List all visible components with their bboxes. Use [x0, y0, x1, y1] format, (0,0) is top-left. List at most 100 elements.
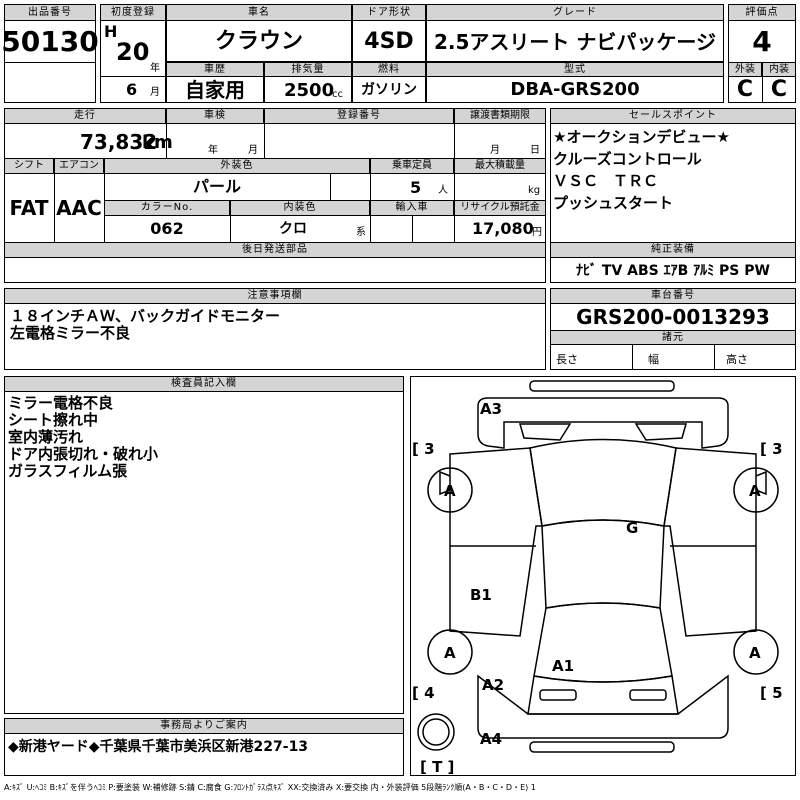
front-bumper — [529, 380, 675, 392]
tire-front-right — [733, 467, 779, 513]
registration-label: 登録番号 — [264, 108, 454, 124]
shift-value: FAT — [9, 196, 49, 220]
door-label: ドア形状 — [352, 4, 426, 21]
car-diagram: A3 G B1 A1 A2 A4 A A A A [ 3 [ 3 [ 4 [ 5… — [412, 380, 783, 776]
dims-div1 — [632, 345, 633, 370]
fuel-label: 燃料 — [352, 62, 426, 77]
tail-light-left — [539, 689, 577, 701]
dims-label: 諸元 — [550, 330, 796, 345]
mark-a3: A3 — [480, 400, 502, 418]
recycle-value: 17,080 — [472, 219, 534, 238]
roof — [541, 519, 665, 609]
inspection-month-unit: 月 — [248, 145, 258, 156]
mileage-value: 73,832 — [80, 130, 158, 154]
inspector-label: 検査員記入欄 — [4, 376, 404, 392]
office-label: 事務局よりご案内 — [4, 718, 404, 734]
sales-point-item: プッシュスタート — [553, 194, 674, 212]
color-number-label: カラーNo. — [104, 200, 230, 216]
tire-front-left — [427, 467, 473, 513]
r2-div10 — [412, 216, 413, 242]
displacement-value: 2500 — [284, 80, 335, 101]
inspector-line: 室内薄汚れ — [8, 428, 84, 446]
model-label: 型式 — [426, 62, 724, 77]
history-label: 車歴 — [166, 62, 264, 77]
lot-number-label: 出品番号 — [4, 4, 96, 21]
notes-line: １８インチＡＷ、バックガイドモニター — [10, 307, 281, 325]
grade-value: 2.5アスリート ナビパッケージ — [434, 30, 716, 54]
r2-div9 — [230, 216, 231, 242]
recycle-unit: 円 — [532, 227, 542, 238]
door-value: 4SD — [364, 29, 414, 54]
sales-points-box — [550, 108, 796, 243]
exterior-grade-label: 外装 — [728, 62, 762, 77]
mirror-right — [755, 470, 767, 496]
chassis-label: 車台番号 — [550, 288, 796, 304]
sales-point-item: ★オークションデビュー★ — [553, 128, 730, 146]
tire-rear-right — [733, 629, 779, 675]
windshield — [529, 438, 677, 527]
notes-list: １８インチＡＷ、バックガイドモニター 左電格ミラー不良 — [10, 308, 280, 342]
tire-mark-fr: A — [749, 482, 761, 500]
body-left — [449, 447, 543, 637]
sales-point-item: ＶＳＣ ＴＲＣ — [553, 172, 659, 190]
rear-body — [477, 674, 729, 739]
month-value: 6 — [126, 80, 138, 99]
mileage-label: 走行 — [4, 108, 166, 124]
sales-points-list: ★オークションデビュー★ クルーズコントロール ＶＳＣ ＴＲＣ プッシュスタート — [553, 129, 730, 212]
inspector-box — [4, 376, 404, 714]
chassis-value: GRS200-0013293 — [576, 305, 770, 329]
inspector-line: シート擦れ中 — [8, 411, 99, 429]
score-label: 評価点 — [728, 4, 796, 21]
displacement-label: 排気量 — [264, 62, 352, 77]
body-right — [663, 447, 757, 637]
trunk-lid — [527, 675, 679, 715]
interior-grade-label: 内装 — [762, 62, 796, 77]
bracket-right-bottom: [ 5 — [760, 684, 783, 702]
mileage-unit: km — [142, 132, 173, 153]
year-unit: 年 — [150, 63, 160, 74]
transfer-day-unit: 日 — [530, 145, 540, 156]
notes-label: 注意事項欄 — [4, 288, 546, 304]
capacity-label: 乗車定員 — [370, 158, 454, 174]
mark-a4: A4 — [480, 730, 502, 748]
tire-mark-fl: A — [444, 482, 456, 500]
transfer-month-unit: 月 — [490, 145, 500, 156]
lot-number-value: 50130 — [1, 25, 99, 58]
legend: A:ｷｽﾞ U:ﾍｺﾐ B:ｷｽﾞを伴うﾍｺﾐ P:要塗装 W:補修跡 S:錆 … — [4, 783, 536, 792]
sales-point-item: クルーズコントロール — [553, 150, 702, 168]
spare-tire-inner — [422, 718, 450, 746]
equipment-label: 純正装備 — [550, 242, 796, 258]
tire-mark-rl: A — [444, 644, 456, 662]
length-label: 長さ — [556, 353, 578, 366]
inspector-line: ミラー電格不良 — [8, 394, 114, 412]
tail-light-right — [629, 689, 667, 701]
inspector-line: ガラスフィルム張 — [8, 462, 128, 480]
inspection-year-unit: 年 — [208, 145, 218, 156]
interior-color-label: 内装色 — [230, 200, 370, 216]
width-label: 幅 — [648, 353, 659, 366]
r2-div2 — [264, 124, 265, 158]
exterior-grade-value: C — [736, 77, 754, 102]
capacity-value: 5 — [410, 178, 422, 197]
history-value: 自家用 — [185, 78, 245, 102]
interior-color-value: クロ — [279, 221, 307, 237]
fuel-value: ガソリン — [361, 82, 417, 98]
headlight-right — [634, 423, 687, 441]
inspector-line: ドア内張切れ・破れ小 — [8, 445, 159, 463]
grade-label: グレード — [426, 4, 724, 21]
bracket-left-top: [ 3 — [412, 440, 435, 458]
bracket-right-top: [ 3 — [760, 440, 783, 458]
reg-divider — [100, 76, 166, 77]
mark-a2: A2 — [482, 676, 504, 694]
r2-div3 — [454, 124, 455, 158]
car-name-label: 車名 — [166, 4, 352, 21]
inspection-label: 車検 — [166, 108, 264, 124]
ac-label: エアコン — [54, 158, 104, 174]
bracket-left-bottom: [ 4 — [412, 684, 435, 702]
spare-tire — [417, 713, 455, 751]
office-value: ◆新港ヤード◆千葉県千葉市美浜区新港227-13 — [8, 739, 309, 755]
score-value: 4 — [752, 25, 772, 58]
later-parts-label: 後日発送部品 — [4, 242, 546, 258]
recycle-label: リサイクル預託金 — [454, 200, 546, 216]
height-label: 高さ — [726, 353, 748, 366]
